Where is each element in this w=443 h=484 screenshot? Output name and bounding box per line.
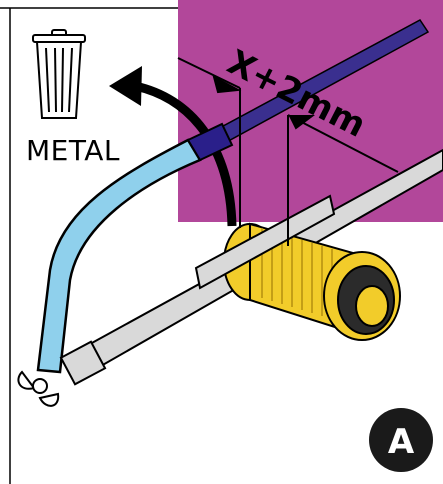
step-letter: A (388, 422, 415, 462)
trash-bin-icon (32, 29, 86, 119)
saw-blade-front (194, 194, 336, 290)
threaded-fitting-icon (223, 222, 401, 341)
bin-label: METAL (26, 134, 120, 167)
curved-arrow-icon (109, 66, 237, 227)
wing-nut-icon (17, 370, 60, 407)
hacksaw-icon (36, 122, 234, 386)
dimension-marker (177, 57, 399, 246)
step-badge: A (369, 408, 433, 472)
